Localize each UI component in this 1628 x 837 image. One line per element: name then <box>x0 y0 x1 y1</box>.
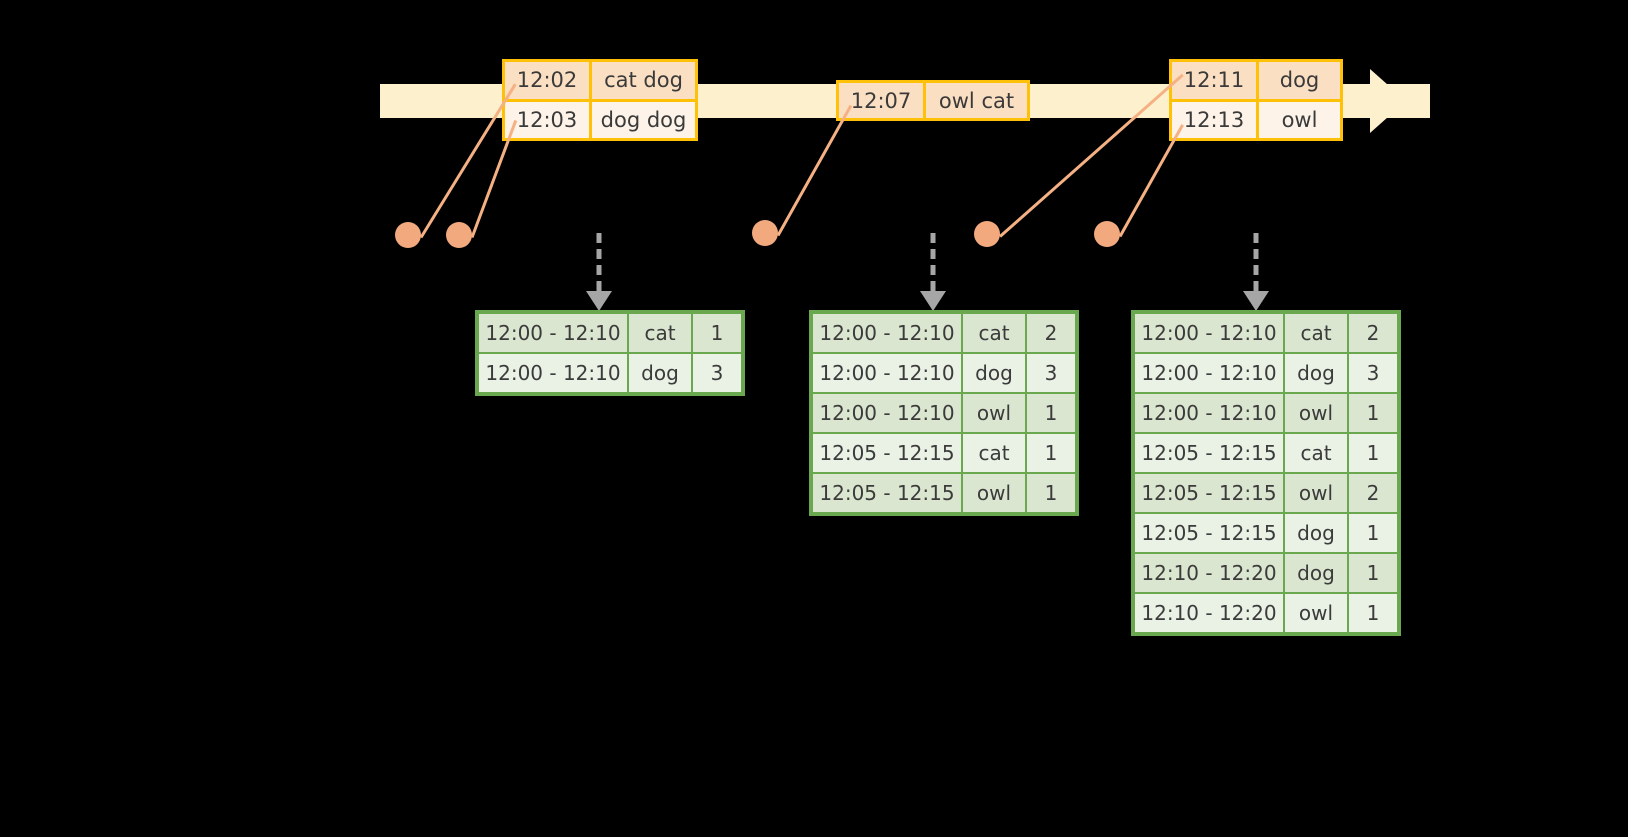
event-time: 12:07 <box>839 83 923 118</box>
event-value: dog dog <box>589 101 695 138</box>
key-cell: owl <box>1285 394 1347 432</box>
window-cell: 12:00 - 12:10 <box>813 314 961 352</box>
key-cell: dog <box>1285 514 1347 552</box>
count-cell: 1 <box>1349 434 1397 472</box>
window-cell: 12:00 - 12:10 <box>1135 354 1283 392</box>
event-row: 12:07 owl cat <box>839 83 1027 118</box>
key-cell: cat <box>1285 314 1347 352</box>
window-cell: 12:05 - 12:15 <box>1135 434 1283 472</box>
window-cell: 12:00 - 12:10 <box>813 354 961 392</box>
window-cell: 12:00 - 12:10 <box>479 314 627 352</box>
count-cell: 3 <box>1349 354 1397 392</box>
count-cell: 1 <box>1349 594 1397 632</box>
key-cell: cat <box>963 314 1025 352</box>
window-cell: 12:00 - 12:10 <box>1135 314 1283 352</box>
count-cell: 1 <box>1349 554 1397 592</box>
count-cell: 3 <box>1027 354 1075 392</box>
event-value: dog <box>1256 62 1340 99</box>
connector-line-5 <box>1118 124 1184 238</box>
count-cell: 1 <box>1349 514 1397 552</box>
event-row: 12:13 owl <box>1172 98 1340 138</box>
count-cell: 3 <box>693 354 741 392</box>
count-cell: 2 <box>1027 314 1075 352</box>
timeline-arrowhead <box>1370 69 1406 133</box>
event-time: 12:13 <box>1172 101 1256 138</box>
event-value: owl cat <box>923 83 1027 118</box>
key-cell: cat <box>963 434 1025 472</box>
event-value: owl <box>1256 101 1340 138</box>
event-time: 12:11 <box>1172 62 1256 99</box>
event-row: 12:03 dog dog <box>505 98 695 138</box>
event-value: cat dog <box>589 62 695 99</box>
connector-dot-5 <box>1094 221 1120 247</box>
event-box-2[interactable]: 12:07 owl cat <box>836 80 1030 121</box>
count-cell: 1 <box>1027 434 1075 472</box>
event-time: 12:03 <box>505 101 589 138</box>
connector-dot-1 <box>395 222 421 248</box>
dashed-arrow-3 <box>1243 233 1269 311</box>
connector-dot-4 <box>974 221 1000 247</box>
event-row: 12:02 cat dog <box>505 62 695 99</box>
dashed-arrow-2 <box>920 233 946 311</box>
key-cell: cat <box>1285 434 1347 472</box>
count-cell: 1 <box>693 314 741 352</box>
count-cell: 2 <box>1349 474 1397 512</box>
key-cell: dog <box>629 354 691 392</box>
key-cell: owl <box>963 394 1025 432</box>
key-cell: owl <box>1285 594 1347 632</box>
window-cell: 12:05 - 12:15 <box>813 434 961 472</box>
window-cell: 12:00 - 12:10 <box>479 354 627 392</box>
event-row: 12:11 dog <box>1172 62 1340 99</box>
connector-dot-3 <box>752 220 778 246</box>
window-cell: 12:10 - 12:20 <box>1135 554 1283 592</box>
count-cell: 1 <box>1027 474 1075 512</box>
window-cell: 12:05 - 12:15 <box>1135 474 1283 512</box>
key-cell: cat <box>629 314 691 352</box>
window-cell: 12:05 - 12:15 <box>813 474 961 512</box>
window-cell: 12:00 - 12:10 <box>813 394 961 432</box>
event-box-3[interactable]: 12:11 dog 12:13 owl <box>1169 59 1343 141</box>
key-cell: dog <box>963 354 1025 392</box>
window-cell: 12:05 - 12:15 <box>1135 514 1283 552</box>
window-cell: 12:00 - 12:10 <box>1135 394 1283 432</box>
count-cell: 1 <box>1349 394 1397 432</box>
dashed-arrow-1 <box>586 233 612 311</box>
connector-line-2 <box>470 119 518 239</box>
window-cell: 12:10 - 12:20 <box>1135 594 1283 632</box>
key-cell: owl <box>963 474 1025 512</box>
key-cell: dog <box>1285 554 1347 592</box>
key-cell: owl <box>1285 474 1347 512</box>
connector-line-3 <box>776 104 853 237</box>
event-time: 12:02 <box>505 62 589 99</box>
connector-dot-2 <box>446 222 472 248</box>
count-cell: 1 <box>1027 394 1075 432</box>
event-box-1[interactable]: 12:02 cat dog 12:03 dog dog <box>502 59 698 141</box>
count-cell: 2 <box>1349 314 1397 352</box>
key-cell: dog <box>1285 354 1347 392</box>
